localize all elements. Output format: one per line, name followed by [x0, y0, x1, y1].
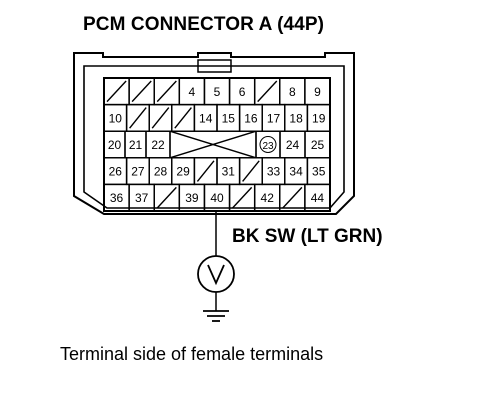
terminal-label-34: 34 — [289, 165, 303, 179]
unused-terminal-3 — [156, 80, 177, 103]
terminal-label-27: 27 — [131, 165, 145, 179]
connector-housing-outer — [73, 52, 355, 215]
unused-terminal-30 — [196, 160, 215, 182]
terminal-label-25: 25 — [311, 138, 325, 152]
terminal-label-20: 20 — [108, 138, 122, 152]
unused-terminal-13 — [174, 107, 192, 129]
terminal-label-28: 28 — [154, 165, 168, 179]
terminal-label-8: 8 — [289, 85, 296, 99]
unused-terminal-32 — [242, 160, 260, 182]
terminal-label-24: 24 — [286, 138, 300, 152]
terminal-label-44: 44 — [311, 191, 325, 205]
unused-terminal-11 — [129, 107, 147, 129]
terminal-label-5: 5 — [214, 85, 221, 99]
terminal-label-18: 18 — [289, 111, 303, 125]
voltmeter-icon — [197, 255, 235, 293]
terminal-label-22: 22 — [151, 138, 165, 152]
blank-section-cross-1 — [169, 130, 257, 159]
terminal-label-29: 29 — [176, 165, 190, 179]
diagram-caption: Terminal side of female terminals — [60, 344, 324, 364]
terminal-label-10: 10 — [109, 111, 123, 125]
terminal-label-26: 26 — [109, 165, 123, 179]
terminal-label-16: 16 — [244, 111, 258, 125]
connector-title: PCM CONNECTOR A (44P) — [83, 14, 325, 35]
terminal-label-4: 4 — [189, 85, 196, 99]
terminal-label-17: 17 — [267, 111, 281, 125]
circled-terminal-23 — [259, 136, 277, 153]
terminal-label-21: 21 — [129, 138, 143, 152]
terminal-label-33: 33 — [267, 165, 281, 179]
ground-icon — [203, 310, 229, 322]
unused-terminal-38 — [156, 186, 177, 209]
terminal-label-31: 31 — [222, 165, 236, 179]
terminal-label-35: 35 — [312, 165, 326, 179]
terminal-label-6: 6 — [239, 85, 246, 99]
terminal-label-39: 39 — [185, 191, 199, 205]
unused-terminal-1 — [106, 80, 127, 103]
unused-terminal-12 — [151, 107, 170, 129]
unused-terminal-41 — [232, 186, 253, 209]
unused-terminal-7 — [257, 80, 278, 103]
unused-terminal-2 — [131, 80, 152, 103]
terminal-label-9: 9 — [314, 85, 321, 99]
terminal-label-14: 14 — [199, 111, 213, 125]
terminal-label-23: 23 — [262, 141, 274, 152]
terminal-cell-44 — [304, 183, 331, 212]
terminal-label-37: 37 — [135, 191, 149, 205]
terminal-label-42: 42 — [261, 191, 275, 205]
unused-terminal-43 — [282, 186, 303, 209]
terminal-label-15: 15 — [222, 111, 236, 125]
terminal-label-19: 19 — [312, 111, 326, 125]
terminal-label-40: 40 — [210, 191, 224, 205]
terminal-label-36: 36 — [110, 191, 124, 205]
wire-label: BK SW (LT GRN) — [232, 226, 383, 247]
terminal-cells: 4 5 6 8 9 10 14 15 16 17 18 19 20 21 22 23 24 25 26 27 28 29 3… — [103, 77, 331, 212]
